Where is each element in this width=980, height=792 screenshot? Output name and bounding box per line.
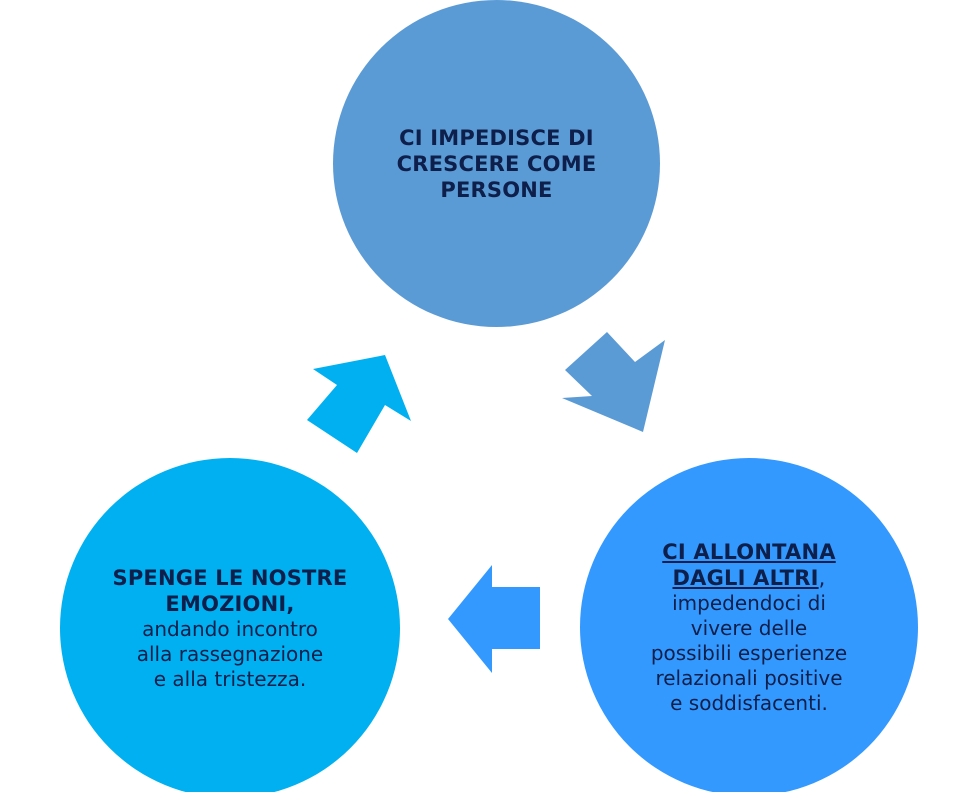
top-node-line-2: CRESCERE COME [396, 151, 597, 176]
top-node-line-1: CI IMPEDISCE DI [399, 125, 594, 150]
left-node-bold-line-2: EMOZIONI, [165, 591, 295, 616]
arrow-right-to-left-shape [448, 565, 540, 673]
left-node-line-1: andando incontro [142, 616, 318, 641]
top-node-line-3: PERSONE [440, 177, 553, 202]
right-node-line-1: impedendoci di [672, 590, 826, 615]
arrow-down-right-icon [562, 332, 665, 432]
left-node-line-3: e alla tristezza. [153, 666, 307, 691]
right-node-bold-suffix: , [818, 565, 826, 590]
arrow-top-to-right-shape [562, 332, 665, 432]
left-node: SPENGE LE NOSTRE EMOZIONI, andando incon… [60, 458, 400, 792]
left-node-bold-line-1: SPENGE LE NOSTRE [112, 565, 348, 590]
right-node-bold-line-1: CI ALLONTANA [662, 539, 835, 565]
right-node-line-3: possibili esperienze [650, 640, 848, 665]
right-node-bold-text-2: DAGLI ALTRI [672, 565, 819, 590]
right-node-line-5: e soddisfacenti. [670, 690, 828, 715]
right-node-line-2: vivere delle [690, 615, 808, 640]
left-node-line-2: alla rassegnazione [136, 641, 324, 666]
arrow-left-icon [448, 565, 540, 673]
right-node-bold-line-2: DAGLI ALTRI, [673, 565, 826, 591]
right-node: CI ALLONTANA DAGLI ALTRI, impedendoci di… [580, 458, 918, 792]
right-node-bold-text-1: CI ALLONTANA [662, 539, 836, 564]
arrow-left-to-top-shape [307, 355, 411, 453]
top-node: CI IMPEDISCE DI CRESCERE COME PERSONE [333, 0, 660, 327]
right-node-line-4: relazionali positive [655, 665, 843, 690]
arrow-up-right-icon [307, 355, 411, 453]
